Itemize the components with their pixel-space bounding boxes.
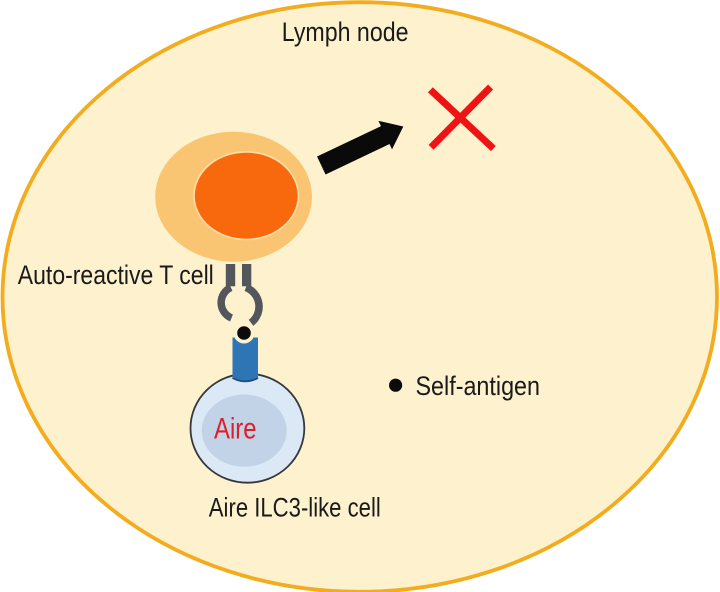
svg-text:Aire: Aire	[214, 412, 257, 445]
svg-text:Aire ILC3-like cell: Aire ILC3-like cell	[209, 493, 381, 523]
svg-text:Self-antigen: Self-antigen	[416, 371, 541, 401]
svg-text:Auto-reactive T cell: Auto-reactive T cell	[18, 260, 214, 290]
svg-text:Lymph node: Lymph node	[282, 17, 409, 47]
